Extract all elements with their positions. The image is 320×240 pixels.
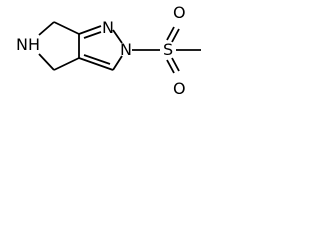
atom-label-n2: N <box>120 40 132 59</box>
bond-c3-c3a-outer <box>78 57 114 71</box>
bond-c3-c3a-inner <box>83 54 111 65</box>
atom-label-nh: NH <box>16 35 40 54</box>
bond-c4-c3a <box>53 57 80 71</box>
bond-n1-n2 <box>112 29 123 44</box>
atom-label-o-top: O <box>173 3 186 22</box>
bond-n2-c3 <box>112 55 123 71</box>
bond-s-o-bottom-a <box>166 59 175 74</box>
bond-c6-nh <box>38 21 55 36</box>
atom-label-n1: N <box>102 18 114 37</box>
bond-s-o-top-b <box>171 28 180 43</box>
bond-c6a-n1-inner <box>83 31 102 39</box>
chemical-structure: NH N N S O O <box>16 3 201 98</box>
bond-s-o-top-a <box>166 26 175 41</box>
bond-c6a-n1-outer <box>78 25 102 35</box>
atom-label-s: S <box>163 40 173 59</box>
bond-nh-c4 <box>38 53 55 71</box>
bond-s-o-bottom-b <box>171 57 180 72</box>
atom-label-o-bottom: O <box>173 79 186 98</box>
structure-canvas: NH N N S O O <box>0 0 224 98</box>
bond-c6-c6a <box>53 21 80 35</box>
